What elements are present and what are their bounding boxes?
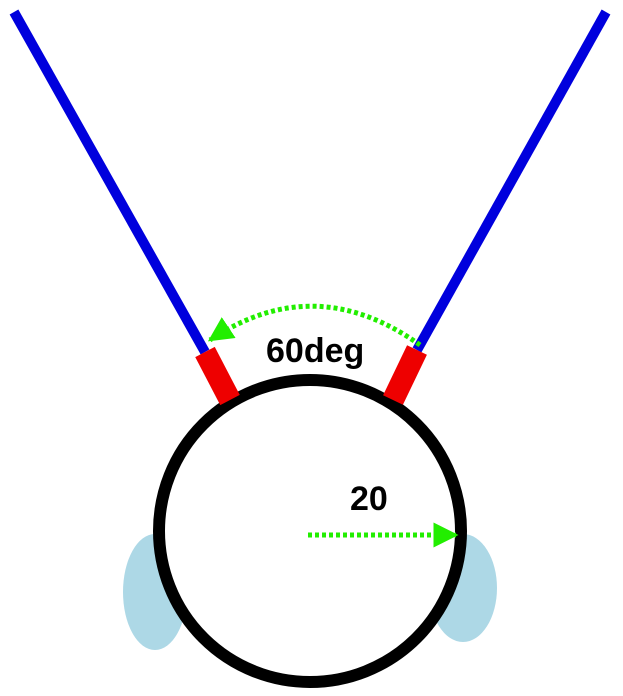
radius-label: 20 [350, 480, 388, 518]
angle-arc-arrow [207, 303, 422, 348]
right-sensor-ray [412, 9, 611, 353]
left-sensor-base [195, 346, 240, 406]
right-sensor-base [383, 345, 427, 405]
left-sensor-ray [9, 9, 210, 355]
robot-body [153, 374, 467, 688]
angle-label: 60deg [266, 332, 364, 370]
